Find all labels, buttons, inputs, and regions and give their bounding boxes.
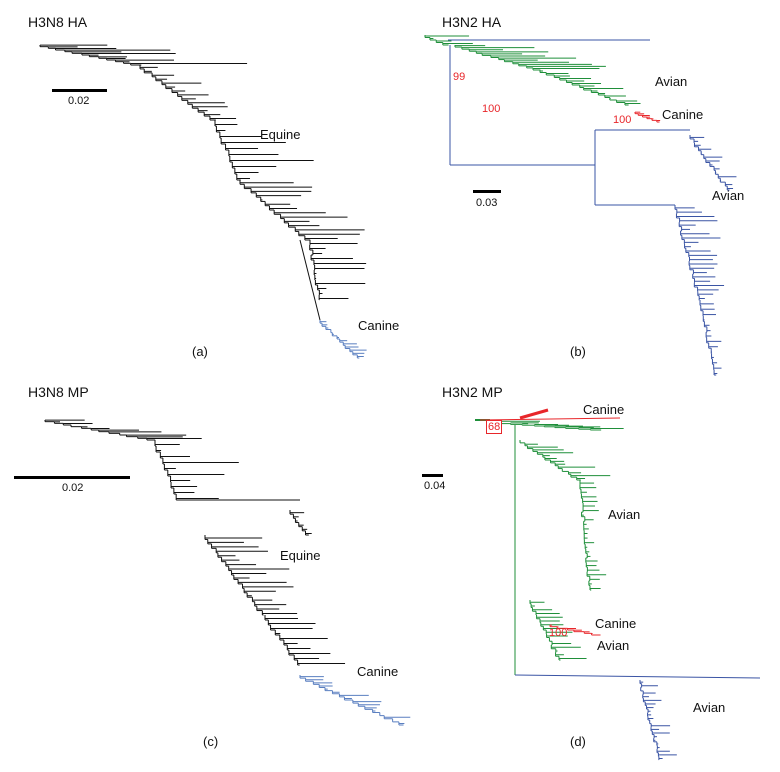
panel-b-caption: (b) — [570, 344, 586, 359]
panel-a-title: H3N8 HA — [28, 14, 88, 30]
panel-c-title: H3N8 MP — [28, 384, 89, 400]
panel-b-title: H3N2 HA — [442, 14, 502, 30]
panel-b-scale-bar — [473, 190, 501, 193]
panel-c-caption: (c) — [203, 734, 219, 749]
panel-d-title: H3N2 MP — [442, 384, 503, 400]
panel-a-label-equine: Equine — [260, 127, 301, 142]
panel-a-caption: (a) — [192, 344, 208, 359]
panel-b-label-avian-2: Avian — [712, 188, 745, 203]
panel-d-label-avian-3: Avian — [693, 700, 726, 715]
panel-d-label-avian-1: Avian — [608, 507, 641, 522]
panel-b-bootstrap-100b: 100 — [613, 114, 632, 126]
panel-b-bootstrap-100a: 100 — [482, 103, 501, 115]
panel-d-scale-label: 0.04 — [424, 480, 446, 492]
panel-b-label-canine: Canine — [662, 107, 704, 122]
panel-d-label-avian-2: Avian — [597, 638, 630, 653]
panel-c-label-equine: Equine — [280, 548, 321, 563]
panel-d-label-canine-1: Canine — [583, 402, 625, 417]
tree-branch — [299, 239, 321, 321]
panel-d-bootstrap-68: 68 — [486, 420, 503, 434]
panel-d-caption: (d) — [570, 734, 586, 749]
panel-d-scale-bar — [422, 474, 443, 477]
panel-a-label-canine: Canine — [358, 318, 400, 333]
tree-branch — [514, 674, 761, 679]
panel-c-scale-label: 0.02 — [62, 482, 84, 494]
tree-branch — [479, 417, 621, 421]
panel-b-scale-label: 0.03 — [476, 197, 498, 209]
panel-c-scale-bar — [14, 476, 130, 479]
panel-a-scale-bar — [52, 89, 107, 92]
panel-b-label-avian-1: Avian — [655, 74, 688, 89]
panel-d-bootstrap-100: 100 — [549, 627, 568, 639]
panel-a-scale-label: 0.02 — [68, 95, 90, 107]
panel-b-bootstrap-99: 99 — [453, 71, 466, 83]
panel-c-label-canine: Canine — [357, 664, 399, 679]
tree-branch — [519, 408, 549, 420]
panel-d-label-canine-2: Canine — [595, 616, 637, 631]
